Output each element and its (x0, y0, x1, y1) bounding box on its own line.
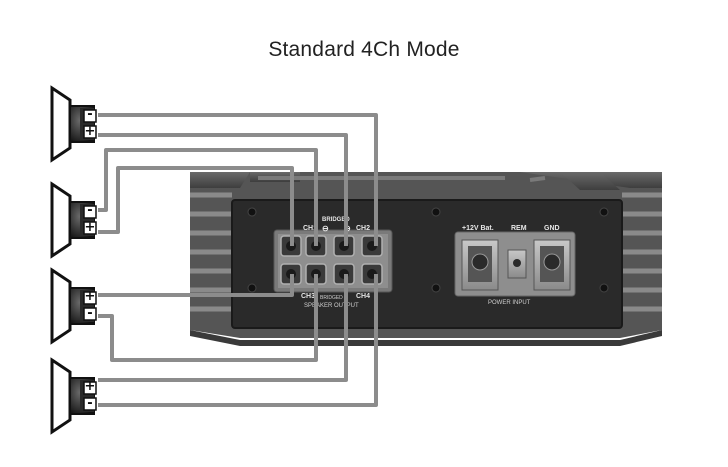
ch3-label: CH3 (301, 293, 315, 300)
wire-spk1-neg (98, 113, 378, 246)
panel-screws (247, 207, 609, 293)
spk4-top-polarity: + (85, 379, 96, 394)
speaker-1 (50, 85, 97, 163)
heatsink-fins-left (190, 192, 232, 312)
speaker-output-label: SPEAKER OUTPUT (304, 303, 359, 309)
speaker-3 (50, 267, 97, 345)
speaker-2 (50, 181, 97, 259)
power-input-label: POWER INPUT (488, 300, 531, 306)
rem-label: REM (511, 225, 527, 232)
wire-spk1-pos (98, 133, 348, 246)
spk4-bottom-polarity: - (87, 396, 92, 411)
spk2-bottom-polarity: + (85, 220, 96, 235)
bridge-minus-icon: ⊖ (322, 224, 329, 233)
diagram-title: Standard 4Ch Mode (268, 38, 460, 61)
heatsink-fins-right (622, 192, 662, 312)
spk2-top-polarity: - (87, 203, 92, 218)
speaker-wires (98, 113, 378, 407)
ch1-label: CH1 (303, 225, 317, 232)
wire-spk3-neg (98, 274, 318, 362)
amplifier: CH1 BRIDGED ⊖ ⊕ CH2 CH3 BRIDGED CH4 SPEA… (190, 172, 662, 346)
wire-spk2-neg (98, 148, 318, 246)
gnd-label: GND (544, 225, 560, 232)
spk3-bottom-polarity: - (87, 306, 92, 321)
spk1-top-polarity: - (87, 107, 92, 122)
spk1-bottom-polarity: + (85, 124, 96, 139)
speaker-4 (50, 357, 97, 435)
bridged-label: BRIDGED (322, 217, 350, 223)
bridged-bottom-label: BRIDGED (320, 295, 343, 301)
wire-spk2-pos (98, 166, 294, 246)
spk3-top-polarity: + (85, 289, 96, 304)
wire-spk3-pos (98, 274, 294, 297)
ch4-label: CH4 (356, 293, 370, 300)
ch2-label: CH2 (356, 225, 370, 232)
wire-spk4-neg (98, 274, 378, 407)
bat-label: +12V Bat. (462, 225, 494, 232)
wire-spk4-pos (98, 274, 348, 382)
